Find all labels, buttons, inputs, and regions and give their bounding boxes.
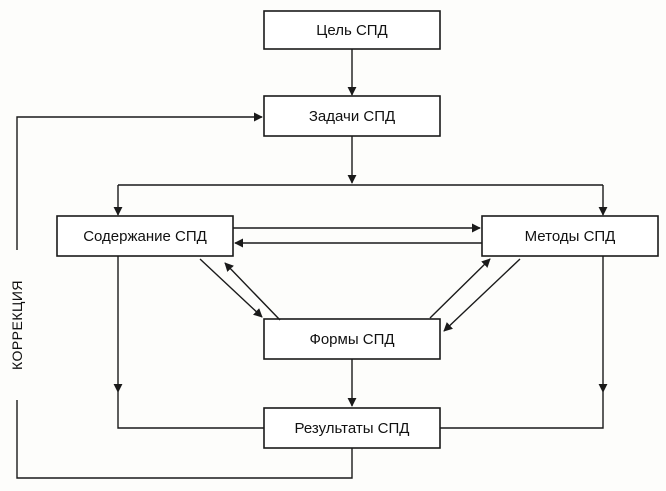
arrow-forms-to-methods [429,258,491,319]
box-content-label: Содержание СПД [83,228,207,245]
box-tasks-label: Задачи СПД [309,108,395,125]
arrow-content-to-forms [199,258,263,318]
correction-loop-top [16,112,263,250]
box-goal: Цель СПД [263,10,441,50]
box-results: Результаты СПД [263,407,441,449]
box-methods-label: Методы СПД [525,228,616,245]
box-tasks: Задачи СПД [263,95,441,137]
line-content-to-results [117,392,264,429]
box-goal-label: Цель СПД [316,22,387,39]
correction-label: КОРРЕКЦИЯ [9,280,25,370]
line-methods-to-results [440,392,604,429]
box-methods: Методы СПД [481,215,659,257]
box-forms: Формы СПД [263,318,441,360]
box-forms-label: Формы СПД [309,331,394,348]
box-content: Содержание СПД [56,215,234,257]
arrow-forms-to-content [224,262,281,321]
arrow-methods-to-forms [443,258,521,332]
box-results-label: Результаты СПД [295,420,410,437]
correction-loop-bottom [16,400,353,479]
